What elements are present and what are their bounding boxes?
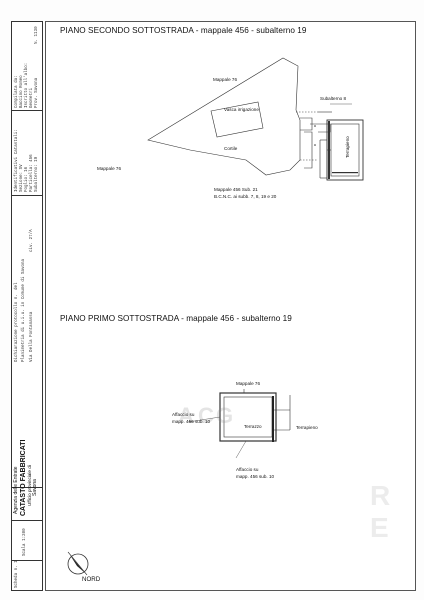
divider	[12, 110, 42, 111]
plan1-label-bcnc: B.C.N.C. ai subb. 7, 8, 19 e 20	[214, 194, 277, 199]
plan2-label-affaccio-left: Affaccio su	[172, 412, 195, 417]
divider	[12, 560, 42, 561]
plan2-label-affaccio-left-sub: mapp. 456 sub. 10	[172, 419, 211, 424]
plan1-label-vasca: Vasca irrigazione	[224, 107, 259, 112]
north-arrow-icon	[67, 551, 89, 576]
plan2-label-terrapieno: Terrapieno	[296, 425, 318, 430]
plan2-label-mappale76: Mappale 76	[236, 381, 261, 386]
plan1-label-sub21: Mappale 456 Sub. 21	[214, 187, 258, 192]
plan1-label-mappale76-top: Mappale 76	[213, 77, 238, 82]
svg-text:E: E	[370, 512, 389, 543]
watermark-logo: A C G	[178, 403, 233, 428]
divider	[12, 487, 42, 488]
title-block: Compilata da: Baccino Romeo Iscritto all…	[11, 21, 43, 591]
plan1-label-subalterno8: Subalterno 8	[320, 96, 347, 101]
plan1-label-cortile: Cortile	[224, 146, 238, 151]
drawing-frame	[45, 21, 416, 591]
svg-text:R: R	[370, 480, 390, 511]
svg-text:C: C	[198, 403, 214, 428]
divider	[12, 520, 42, 521]
north-label: NORD	[82, 576, 101, 583]
plan2-title: PIANO PRIMO SOTTOSTRADA - mappale 456 - …	[60, 314, 292, 323]
plan2-label-affaccio-bottom: Affaccio su	[236, 467, 259, 472]
plan1-title: PIANO SECONDO SOTTOSTRADA - mappale 456 …	[60, 26, 307, 35]
plan2-label-terrazzo: Terrazzo	[244, 424, 262, 429]
divider	[12, 195, 42, 196]
plan1-label-mappale76-left: Mappale 76	[97, 166, 122, 171]
plan2-label-affaccio-bottom-sub: mapp. 456 sub. 10	[236, 474, 275, 479]
svg-text:A: A	[178, 403, 194, 428]
svg-text:G: G	[216, 403, 233, 428]
watermark-logo-right: R E	[370, 480, 390, 543]
